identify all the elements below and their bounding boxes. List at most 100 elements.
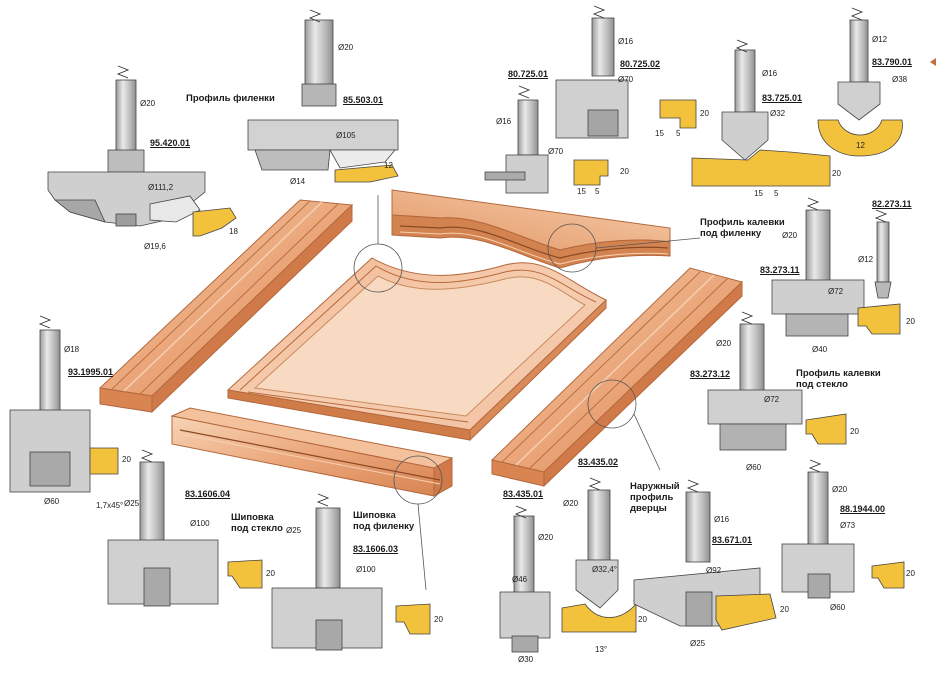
dim-83725-h: 5 [774, 189, 779, 198]
dim-80725-01-v: 20 [620, 167, 629, 176]
dim-83273-12-shank: Ø20 [716, 339, 732, 348]
bottom-rail [170, 407, 454, 497]
dim-85503-shank: Ø20 [338, 43, 354, 52]
dim-85503-depth: Ø14 [290, 177, 306, 186]
dim-82273-shank: Ø12 [858, 255, 874, 264]
callouts [353, 195, 701, 591]
raised-panel [226, 257, 607, 442]
dim-80725-01-dia: Ø70 [548, 147, 564, 156]
code-83671: 83.671.01 [712, 535, 753, 545]
cutter-82273-drawing [874, 221, 892, 299]
dim-83435-01-depth: Ø30 [518, 655, 534, 664]
note-outer-profile-2: профиль [630, 492, 674, 503]
right-stile [490, 267, 743, 488]
dim-83725-dia: Ø32 [770, 109, 786, 118]
note-outer-profile-1: Наружный [630, 481, 680, 492]
dim-83725-shank: Ø16 [762, 69, 778, 78]
dim-83725-w: 15 [754, 189, 763, 198]
code-82273: 82.273.11 [872, 199, 912, 209]
code-85503: 85.503.01 [343, 95, 384, 105]
note-outer-profile-3: дверцы [630, 503, 667, 514]
dim-83790-dia: Ø38 [892, 75, 908, 84]
dim-80725-02-h: 5 [676, 129, 681, 138]
note-rail-profile-glass-2: под стекло [796, 379, 848, 390]
code-83273-11: 83.273.11 [760, 265, 800, 275]
dim-83273-11-v: 20 [906, 317, 915, 326]
dim-83273-11-shank: Ø20 [782, 231, 798, 240]
dim-881944-depth: Ø60 [830, 603, 846, 612]
note-tenon-glass-1: Шиповка [231, 512, 274, 523]
dim-80725-02-shank: Ø16 [618, 37, 634, 46]
rotation-marks [38, 5, 888, 519]
note-tenon-glass-2: под стекло [231, 523, 283, 534]
code-80725-02: 80.725.02 [620, 59, 661, 69]
top-rail [391, 189, 671, 269]
cutter-83273-12-drawing [707, 323, 847, 451]
cutter-85503-drawing [247, 19, 399, 183]
note-rail-profile-panel-2: под филенку [700, 228, 762, 239]
dim-95420-depth: Ø19,6 [144, 242, 166, 251]
note-panel-profile: Профиль филенки [186, 93, 275, 104]
dim-80725-02-v: 20 [700, 109, 709, 118]
dim-931995-shank: Ø18 [64, 345, 80, 354]
dim-881944-shank: Ø20 [832, 485, 848, 494]
dim-80725-01-w: 15 [577, 187, 586, 196]
dim-83435-02-v: 20 [638, 615, 647, 624]
code-881944: 88.1944.00 [840, 504, 886, 514]
dim-83435-02-dia: Ø32,4° [592, 565, 617, 574]
dim-831606-04-v: 20 [266, 569, 275, 578]
cutter-931995-drawing [9, 329, 119, 493]
code-80725-01: 80.725.01 [508, 69, 549, 79]
dim-83790-shank: Ø12 [872, 35, 888, 44]
cutter-80725-02-drawing [555, 17, 697, 139]
dim-85503-h: 12 [384, 161, 393, 170]
code-95420: 95.420.01 [150, 138, 191, 148]
cutter-83435-01-drawing [499, 515, 551, 653]
dim-931995-dia: Ø60 [44, 497, 60, 506]
dim-831606-03-v: 20 [434, 615, 443, 624]
dim-831606-04-shank: Ø25 [124, 499, 140, 508]
cutter-831606-03-drawing [271, 507, 431, 651]
dim-83671-shank: Ø16 [714, 515, 730, 524]
code-83435-02: 83.435.02 [578, 457, 619, 467]
dim-95420-h: 18 [229, 227, 238, 236]
dim-83671-depth: Ø25 [690, 639, 706, 648]
dim-80725-02-w: 15 [655, 129, 664, 138]
dim-80725-02-dia: Ø70 [618, 75, 634, 84]
code-83273-12: 83.273.12 [690, 369, 731, 379]
dim-83273-12-dia: Ø72 [764, 395, 780, 404]
cutter-831606-04-drawing [107, 461, 263, 607]
cutter-83671-drawing [633, 491, 777, 631]
dim-83435-01-shank: Ø20 [538, 533, 554, 542]
dim-85503-dia: Ø105 [336, 131, 356, 140]
dim-881944-v: 20 [906, 569, 915, 578]
note-tenon-panel-2: под филенку [353, 521, 415, 532]
code-83725: 83.725.01 [762, 93, 803, 103]
dim-931995-chamfer: 1,7x45° [96, 501, 124, 510]
note-rail-profile-panel-1: Профиль калевки [700, 217, 785, 228]
dim-83273-11-depth: Ø40 [812, 345, 828, 354]
cutter-95420-drawing [47, 79, 237, 237]
corner-arrow-icon [930, 58, 936, 66]
code-83435-01: 83.435.01 [503, 489, 544, 499]
note-rail-profile-glass-1: Профиль калевки [796, 368, 881, 379]
cutter-83790-drawing [817, 19, 903, 157]
left-stile [98, 199, 354, 414]
dim-83790-v: 12 [856, 141, 865, 150]
code-931995: 93.1995.01 [68, 367, 114, 377]
dim-831606-03-shank: Ø25 [286, 526, 302, 535]
cutter-83435-02-drawing [561, 489, 637, 633]
dim-83435-02-angle: 13° [595, 645, 608, 654]
dim-83273-12-v: 20 [850, 427, 859, 436]
dim-83671-dia: Ø92 [706, 566, 722, 575]
dim-83273-12-depth: Ø60 [746, 463, 762, 472]
dim-831606-03-dia: Ø100 [356, 565, 376, 574]
code-831606-03: 83.1606.03 [353, 544, 399, 554]
cutter-881944-drawing [781, 471, 905, 599]
dim-83273-11-dia: Ø72 [828, 287, 844, 296]
dim-881944-dia: Ø73 [840, 521, 856, 530]
dim-83671-v: 20 [780, 605, 789, 614]
cutter-83273-11-drawing [771, 209, 901, 337]
